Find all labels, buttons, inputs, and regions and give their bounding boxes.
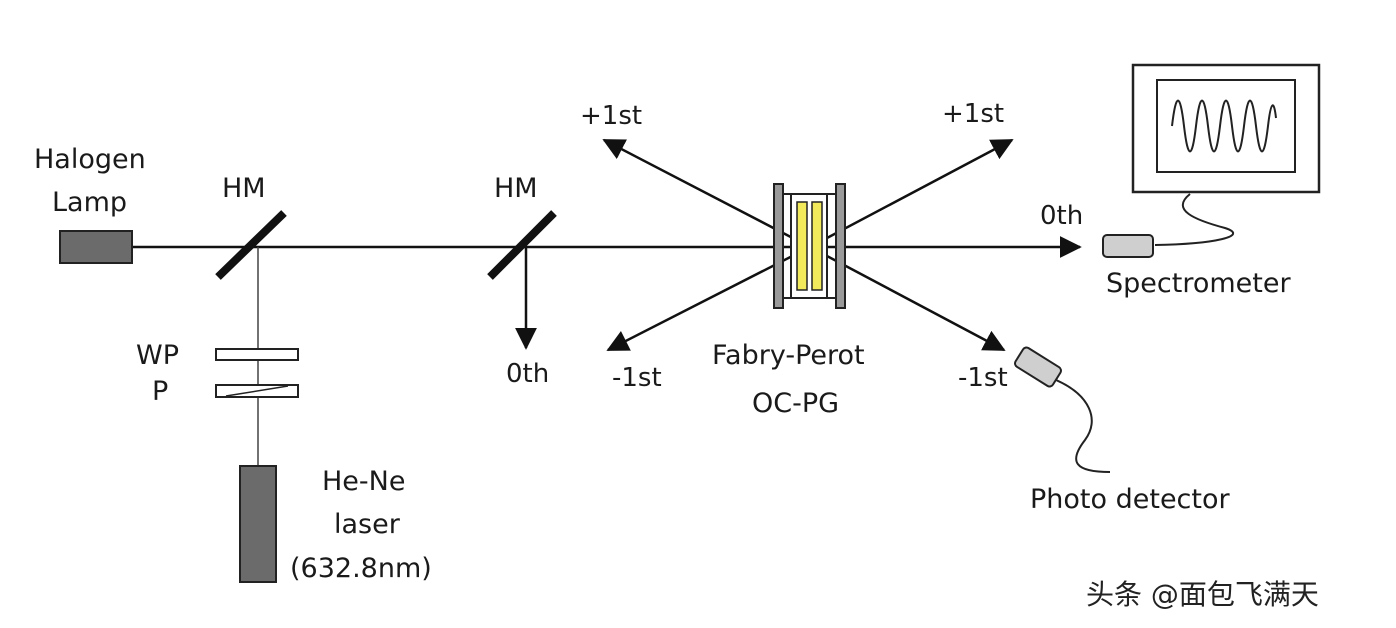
laser-label-3: (632.8nm) — [290, 553, 432, 584]
half-mirror-2 — [487, 210, 557, 280]
watermark-text: 头条 @面包飞满天 — [1086, 578, 1319, 611]
laser-label-1: He-Ne — [322, 466, 405, 497]
fp-label-2: OC-PG — [752, 388, 839, 419]
fp-label-1: Fabry-Perot — [712, 340, 865, 371]
spectrum-waveform — [1171, 99, 1277, 153]
photo-detector-label: Photo detector — [1030, 484, 1230, 515]
spectrometer-label: Spectrometer — [1106, 268, 1291, 299]
half-mirror-1 — [215, 210, 287, 280]
halogen-label-1: Halogen — [34, 144, 146, 175]
plus1-left-label: +1st — [580, 101, 642, 131]
hm2-label: HM — [494, 173, 538, 204]
wave-plate — [215, 348, 299, 361]
zeroth-down-label: 0th — [506, 359, 549, 389]
halogen-label-2: Lamp — [52, 187, 127, 218]
p-label: P — [152, 376, 168, 407]
spectrometer-monitor — [1131, 63, 1321, 194]
minus1-left-label: -1st — [612, 363, 662, 393]
hm1-label: HM — [222, 173, 266, 204]
fabry-perot-grating — [773, 183, 846, 309]
zeroth-right-label: 0th — [1040, 201, 1083, 231]
laser-label-2: laser — [334, 509, 401, 540]
halogen-lamp — [59, 230, 133, 264]
spectrometer-probe — [1102, 234, 1154, 258]
spectrometer-cable — [1154, 193, 1235, 246]
plus1-right-label: +1st — [942, 99, 1004, 129]
wp-label: WP — [136, 340, 179, 371]
photo-detector-cable — [1055, 379, 1111, 473]
he-ne-laser — [239, 465, 277, 583]
minus1-right-label: -1st — [958, 363, 1008, 393]
polarizer-hatch — [225, 385, 289, 397]
photo-detector-head — [1014, 346, 1062, 388]
